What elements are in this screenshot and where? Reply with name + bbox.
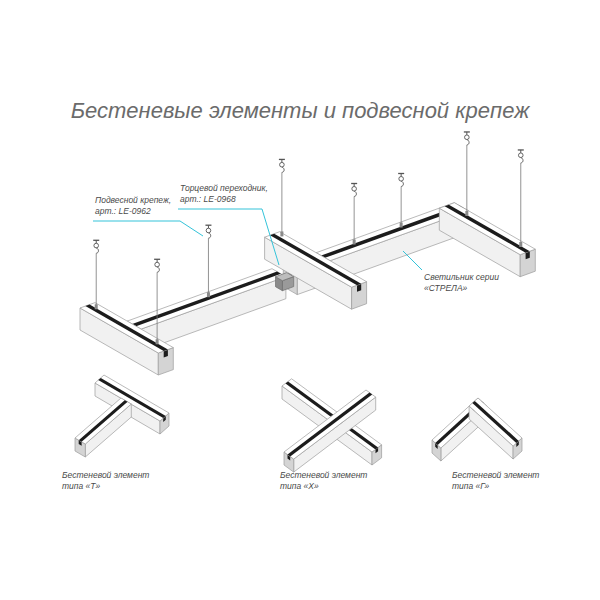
diffuser-slot [79, 400, 128, 442]
hook [401, 181, 403, 186]
hook-stem [157, 259, 158, 262]
diffuser-slot [85, 305, 167, 352]
element-icons [75, 375, 522, 472]
suspension-kit [279, 159, 285, 236]
suspension-kit [154, 259, 160, 344]
suspension-kit [93, 240, 99, 309]
l-element-arm [469, 398, 522, 459]
hook [208, 233, 210, 238]
hook [354, 191, 356, 196]
suspension-kit [205, 225, 211, 297]
profile-top [469, 398, 522, 446]
wire [281, 172, 282, 232]
profile-top [75, 398, 131, 444]
wire-grip [519, 242, 522, 247]
wire-grip [95, 304, 98, 309]
hook [96, 248, 98, 253]
profile-top [265, 232, 367, 288]
diffuser-slot [270, 234, 361, 286]
hook-ring [280, 162, 285, 167]
callout-label: Торцевой переходник, арт.: LE-0968 [180, 183, 280, 205]
wire [208, 238, 209, 293]
suspension-kit [464, 132, 470, 216]
hook-stem [96, 240, 97, 243]
hook-stem [281, 159, 282, 162]
element-caption: Бестеневой элемент типа «Х» [280, 470, 372, 492]
t-element-stem [75, 398, 131, 457]
wire [401, 187, 402, 224]
diffuser-slot [288, 393, 373, 457]
profile-top [80, 303, 173, 353]
x-element-bar [282, 379, 382, 465]
profile-top [127, 269, 286, 329]
suspension-wires [93, 132, 524, 344]
hook-ring [155, 262, 160, 267]
leader-line [403, 251, 422, 270]
callout-label: Подвесной крепеж, арт.: LE-0962 [95, 195, 183, 217]
leader-lines [93, 209, 422, 270]
diffuser-slot [132, 272, 281, 327]
hook-ring [352, 187, 357, 192]
x-element-bar [284, 390, 376, 472]
end-adapter [276, 273, 294, 291]
element-caption: Бестеневой элемент типа «Т» [62, 470, 154, 492]
hook [467, 140, 469, 145]
wire [157, 272, 158, 340]
callout-label: Светильник серии «СТРЕЛА» [424, 272, 508, 294]
wire [520, 163, 521, 243]
hook [282, 167, 284, 172]
diffuser-slot [445, 205, 530, 253]
wire-grip [280, 231, 283, 236]
hook-stem [401, 174, 402, 177]
wire-grip [353, 240, 356, 245]
hook [157, 267, 159, 272]
suspension-kit [398, 174, 404, 228]
suspension-kit [351, 184, 357, 245]
leader-line [93, 221, 203, 236]
hook [521, 158, 523, 163]
title: Бестеневые элементы и подвесной крепеж [20, 98, 580, 124]
suspension-kit [518, 150, 524, 247]
wire [96, 253, 97, 305]
wire-grip [207, 292, 210, 297]
hook-ring [518, 153, 523, 158]
diffuser-slot [472, 401, 519, 443]
wire [466, 145, 467, 212]
shadowless-element [265, 232, 367, 310]
light-system [80, 203, 535, 375]
hook-ring [399, 177, 404, 182]
profile-side [294, 397, 376, 472]
hook-stem [354, 184, 355, 187]
hook-ring [465, 135, 470, 140]
element-caption: Бестеневой элемент типа «Г» [452, 470, 544, 492]
hook-stem [208, 225, 209, 228]
wire-grip [400, 223, 403, 228]
wire [354, 197, 355, 241]
hook-ring [206, 228, 211, 233]
wire-grip [465, 211, 468, 216]
hook-ring [94, 243, 99, 248]
profile-top [284, 390, 376, 459]
leader-line [178, 209, 279, 265]
wire-grip [156, 339, 159, 344]
shadowless-element [80, 303, 173, 375]
